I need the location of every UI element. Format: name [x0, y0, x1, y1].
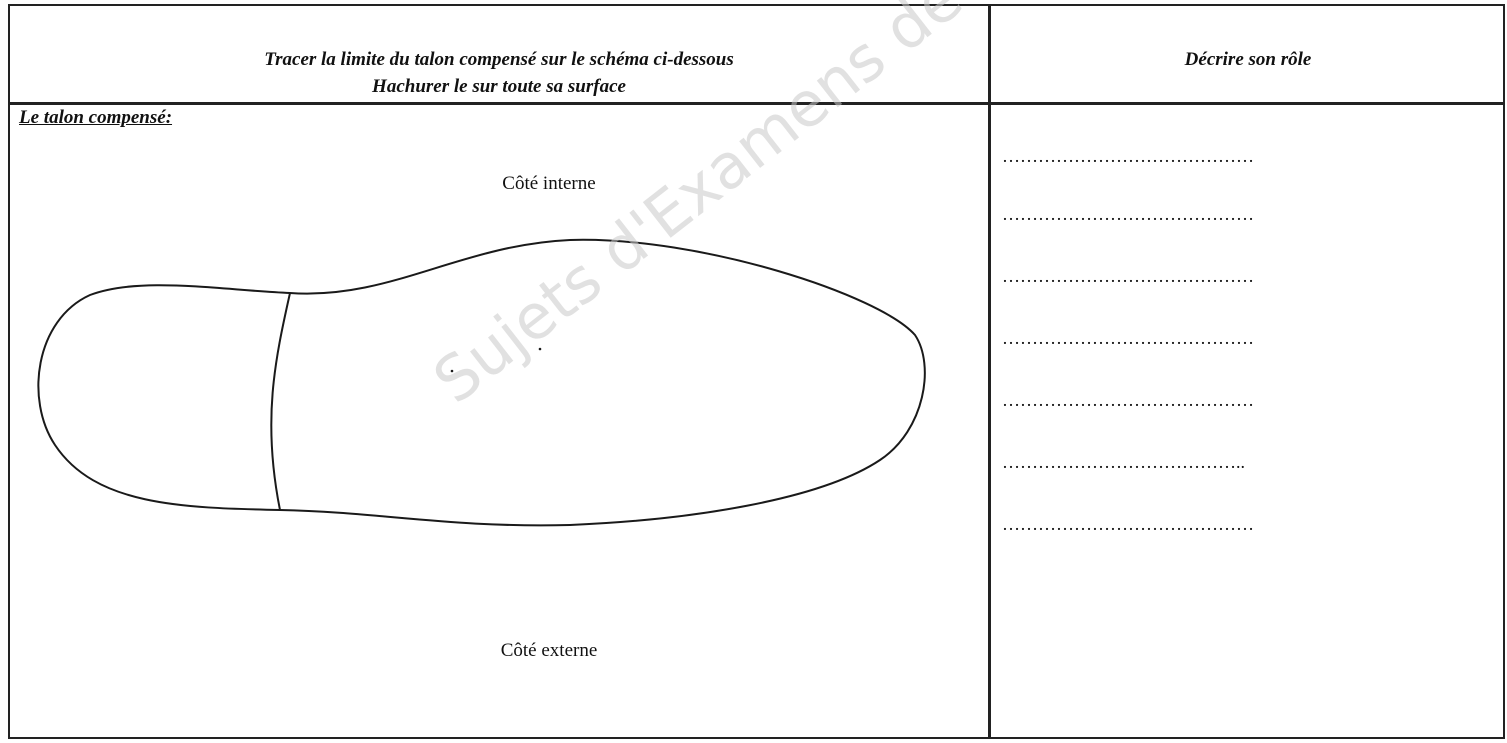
- answer-line-6[interactable]: …………………………………..: [1002, 452, 1245, 472]
- section-title: Le talon compensé:: [19, 107, 173, 128]
- exam-table: Tracer la limite du talon compensé sur l…: [8, 4, 1505, 739]
- answer-line-7[interactable]: ……………………………………: [1002, 514, 1254, 534]
- reference-dot-2: [538, 347, 542, 351]
- internal-side-label: Côté interne: [502, 173, 596, 194]
- external-side-label: Côté externe: [500, 640, 598, 661]
- role-header: Décrire son rôle: [1184, 49, 1312, 70]
- answer-line-4[interactable]: ……………………………………: [1002, 328, 1254, 348]
- answer-line-1[interactable]: ……………………………………: [1002, 146, 1254, 166]
- instruction-header: Tracer la limite du talon compensé sur l…: [10, 46, 988, 100]
- reference-dot-1: [450, 369, 454, 373]
- sole-outline: [37, 238, 926, 527]
- header-divider: [10, 102, 1503, 105]
- column-divider: [988, 6, 991, 737]
- answer-line-3[interactable]: ……………………………………: [1002, 266, 1254, 286]
- instruction-line-1: Tracer la limite du talon compensé sur l…: [264, 49, 734, 70]
- instruction-line-2: Hachurer le sur toute sa surface: [372, 76, 626, 97]
- answer-line-5[interactable]: ……………………………………: [1002, 390, 1254, 410]
- heel-limit-line: [270, 292, 291, 511]
- answer-line-2[interactable]: ……………………………………: [1002, 204, 1254, 224]
